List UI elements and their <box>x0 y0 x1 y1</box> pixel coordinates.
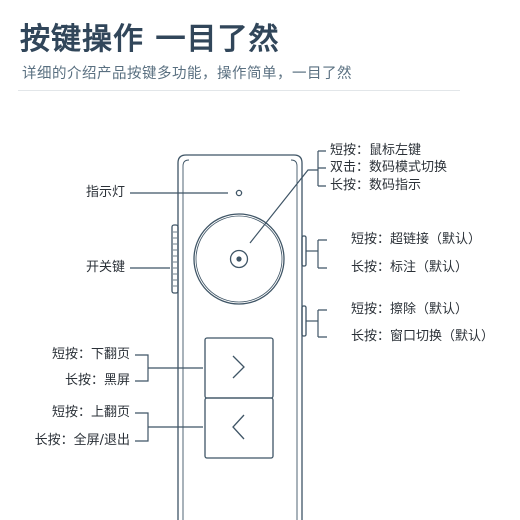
remote-body-inner-left <box>182 159 190 520</box>
side-key-right-lower <box>301 305 307 337</box>
bracket-next <box>135 354 203 382</box>
bracket-prev <box>135 412 203 442</box>
remote-body-inner-right <box>290 159 298 520</box>
leader-center <box>249 169 318 244</box>
power-key-ridges <box>173 231 177 287</box>
label-center-short: 短按：鼠标左键 <box>330 143 422 158</box>
label-next-long: 长按：黑屏 <box>64 373 130 388</box>
header-divider <box>18 90 460 91</box>
chevron-right-icon <box>232 355 245 379</box>
label-prev-long: 长按：全屏/退出 <box>34 433 130 448</box>
bracket-side-upper <box>317 239 327 269</box>
bracket-center <box>317 150 326 187</box>
center-button-dot <box>236 256 242 262</box>
label-center-long: 长按：数码指示 <box>330 178 422 193</box>
label-next-short: 短按：下翻页 <box>51 347 130 362</box>
chevron-left-icon <box>232 414 245 440</box>
label-power-key: 开关键 <box>85 260 125 275</box>
center-button-dot-ring <box>229 249 249 269</box>
label-indicator: 指示灯 <box>85 185 125 200</box>
label-side-upper-short: 短按：超链接（默认） <box>351 232 482 247</box>
remote-body-outline <box>177 154 303 520</box>
label-center-double: 双击：数码模式切换 <box>330 160 448 175</box>
prev-page-button <box>204 397 274 459</box>
page-subtitle: 详细的介绍产品按键多功能，操作简单，一目了然 <box>22 66 352 82</box>
label-side-lower-short: 短按：擦除（默认） <box>351 302 469 317</box>
label-side-lower-long: 长按：窗口切换（默认） <box>351 329 495 344</box>
label-prev-short: 短按：上翻页 <box>51 405 130 420</box>
indicator-light <box>235 189 243 197</box>
side-key-right-upper <box>301 235 307 267</box>
power-key-side <box>171 224 179 294</box>
label-side-upper-long: 长按：标注（默认） <box>351 260 469 275</box>
center-button-outer <box>193 213 285 305</box>
next-page-button <box>204 337 274 399</box>
bracket-side-lower <box>317 309 327 338</box>
page-title: 按键操作 一目了然 <box>20 22 280 57</box>
center-button-inner <box>195 215 283 303</box>
